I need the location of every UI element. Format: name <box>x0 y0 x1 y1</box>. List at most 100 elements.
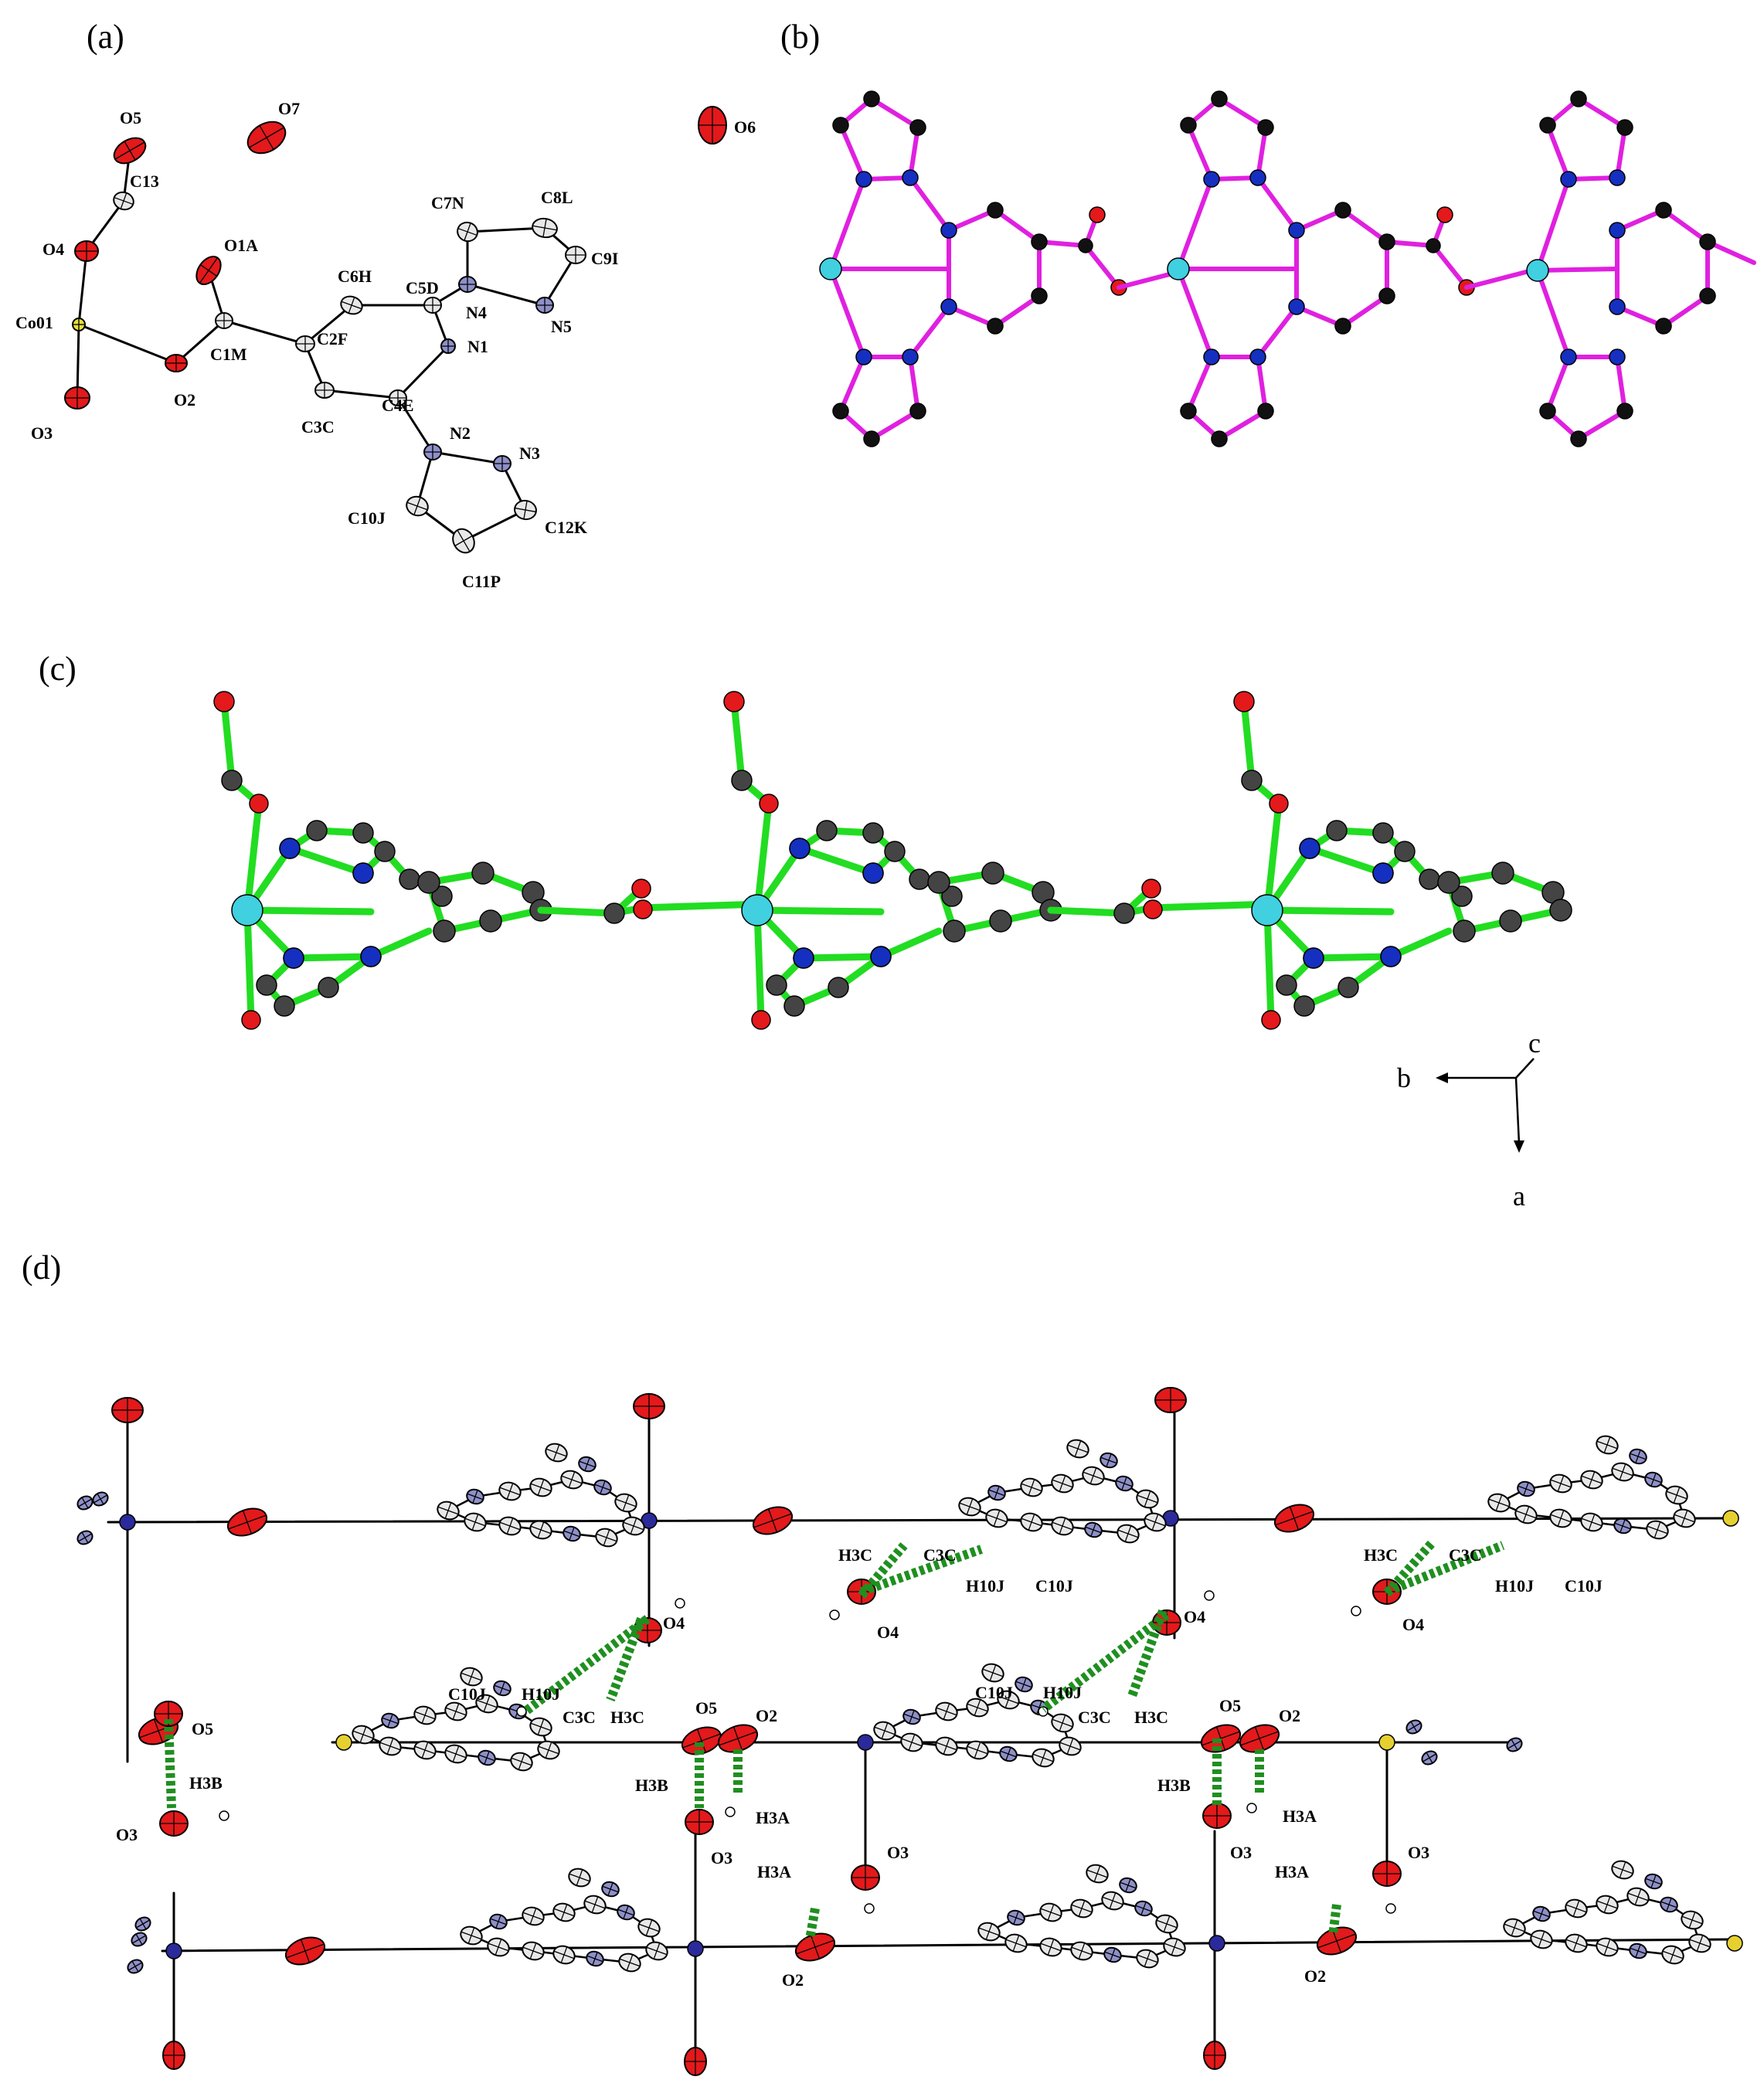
atom-label-c9i: C9I <box>591 249 618 268</box>
atom-label-c10j: C10J <box>975 1683 1013 1702</box>
atom-oxygen <box>851 1864 880 1891</box>
atom-oxygen <box>1239 1724 1280 1753</box>
atom-carbon <box>529 1717 552 1737</box>
hydrogen-bond <box>1383 1538 1437 1597</box>
ring-bond <box>1341 294 1389 328</box>
atom-carbon <box>1117 1524 1140 1544</box>
atom-carbon <box>413 1740 437 1760</box>
ring-bond <box>1186 355 1214 413</box>
atom-carbon <box>941 885 963 907</box>
atom-carbon <box>1394 841 1416 862</box>
atom-carbon <box>618 1953 641 1973</box>
atom-hydrogen <box>864 1903 875 1914</box>
atom-label-c3c: C3C <box>923 1545 957 1565</box>
atom-carbon <box>1596 1435 1619 1455</box>
ellipsoid-axis <box>943 1738 950 1755</box>
ellipsoid-axis <box>1511 1919 1518 1936</box>
atom-oxygen <box>1203 2041 1226 2070</box>
ellipsoid-axis <box>1572 1935 1580 1952</box>
atom-carbon <box>522 1906 545 1926</box>
ellipsoid-axis <box>1650 1473 1657 1487</box>
atom-carbon <box>1580 1470 1603 1490</box>
atom-sulfur <box>335 1734 352 1751</box>
atom-label-h3b: H3B <box>189 1773 223 1793</box>
ring-bond <box>1576 97 1627 130</box>
bond <box>77 250 88 326</box>
atom-carbon <box>1611 1860 1634 1880</box>
atom-carbon <box>935 1701 958 1721</box>
atom-carbon <box>987 202 1004 219</box>
bond <box>1263 800 1283 914</box>
ellipsoid-axis <box>495 1939 502 1956</box>
atom-c4e <box>389 389 407 406</box>
atom-oxygen <box>1269 794 1289 814</box>
ellipsoid-axis <box>1028 1514 1035 1531</box>
atom-c13 <box>113 191 134 211</box>
atom-carbon <box>552 1902 576 1922</box>
atom-label-c2f: C2F <box>317 329 348 348</box>
atom-hydrogen <box>1385 1903 1396 1914</box>
ellipsoid-axis <box>471 1514 479 1531</box>
bond <box>1240 698 1256 784</box>
atom-nitrogen <box>586 1950 604 1967</box>
atom-carbon <box>1665 1485 1688 1505</box>
atom-carbon <box>731 770 753 791</box>
atom-carbon <box>437 1501 460 1521</box>
atom-oxygen <box>111 1397 144 1423</box>
atom-carbon <box>1326 820 1348 841</box>
atom-carbon <box>1549 1508 1572 1528</box>
atom-carbon <box>1180 403 1197 420</box>
bond <box>431 450 504 465</box>
atom-label-n4: N4 <box>466 303 487 322</box>
atom-label-c13: C13 <box>130 172 159 191</box>
bond <box>1176 267 1214 359</box>
atom-label-o4: O4 <box>1184 1607 1205 1626</box>
atom-nitrogen <box>1372 862 1394 884</box>
atom-carbon <box>475 1694 498 1714</box>
atom-carbon <box>1163 1937 1186 1957</box>
atom-carbon <box>1334 202 1351 219</box>
ellipsoid-axis <box>1124 1525 1132 1542</box>
atom-carbon <box>1503 1918 1526 1938</box>
axis-label-c: c <box>1528 1028 1541 1059</box>
ellipsoid-axis <box>1163 1915 1171 1932</box>
ellipsoid-axis <box>974 1742 981 1759</box>
atom-c2f <box>295 335 315 352</box>
atom-carbon <box>1337 977 1359 998</box>
atom-hydrogen <box>219 1810 229 1821</box>
hydrogen-bond <box>164 1718 176 1809</box>
bond <box>753 906 885 916</box>
atom-label-o2: O2 <box>1279 1706 1300 1725</box>
bond <box>828 177 866 271</box>
atom-carbon <box>855 348 872 365</box>
ellipsoid-axis <box>1650 1874 1657 1888</box>
ellipsoid-axis <box>81 1497 89 1509</box>
bond <box>1117 270 1181 290</box>
ellipsoid-axis <box>989 1664 997 1681</box>
ellipsoid-axis <box>1696 1935 1704 1952</box>
atom-n1 <box>440 338 456 354</box>
ellipsoid-axis <box>386 1738 394 1755</box>
atom-carbon <box>884 841 906 862</box>
atom-nitrogen <box>1115 1475 1134 1492</box>
atom-carbon <box>1066 1439 1089 1459</box>
ring-bond <box>1341 208 1389 244</box>
bond <box>1431 243 1469 290</box>
atom-carbon <box>909 403 926 420</box>
atom-nitrogen <box>381 1712 399 1729</box>
atom-nitrogen <box>1084 1521 1103 1538</box>
atom-label-o5: O5 <box>192 1719 213 1738</box>
atom-carbon <box>981 862 1004 885</box>
atom-carbon <box>1661 1945 1684 1965</box>
ellipsoid-axis <box>1110 1948 1116 1962</box>
bond <box>1535 177 1571 273</box>
atom-n3 <box>493 455 512 472</box>
ellipsoid-axis <box>81 1531 89 1544</box>
ellipsoid-axis <box>1634 1888 1642 1905</box>
ellipsoid-axis <box>623 1905 629 1919</box>
atom-carbon <box>479 909 502 933</box>
atom-carbon <box>1673 1508 1696 1528</box>
atom-label-h3c: H3C <box>838 1545 872 1565</box>
atom-carbon <box>940 298 957 315</box>
